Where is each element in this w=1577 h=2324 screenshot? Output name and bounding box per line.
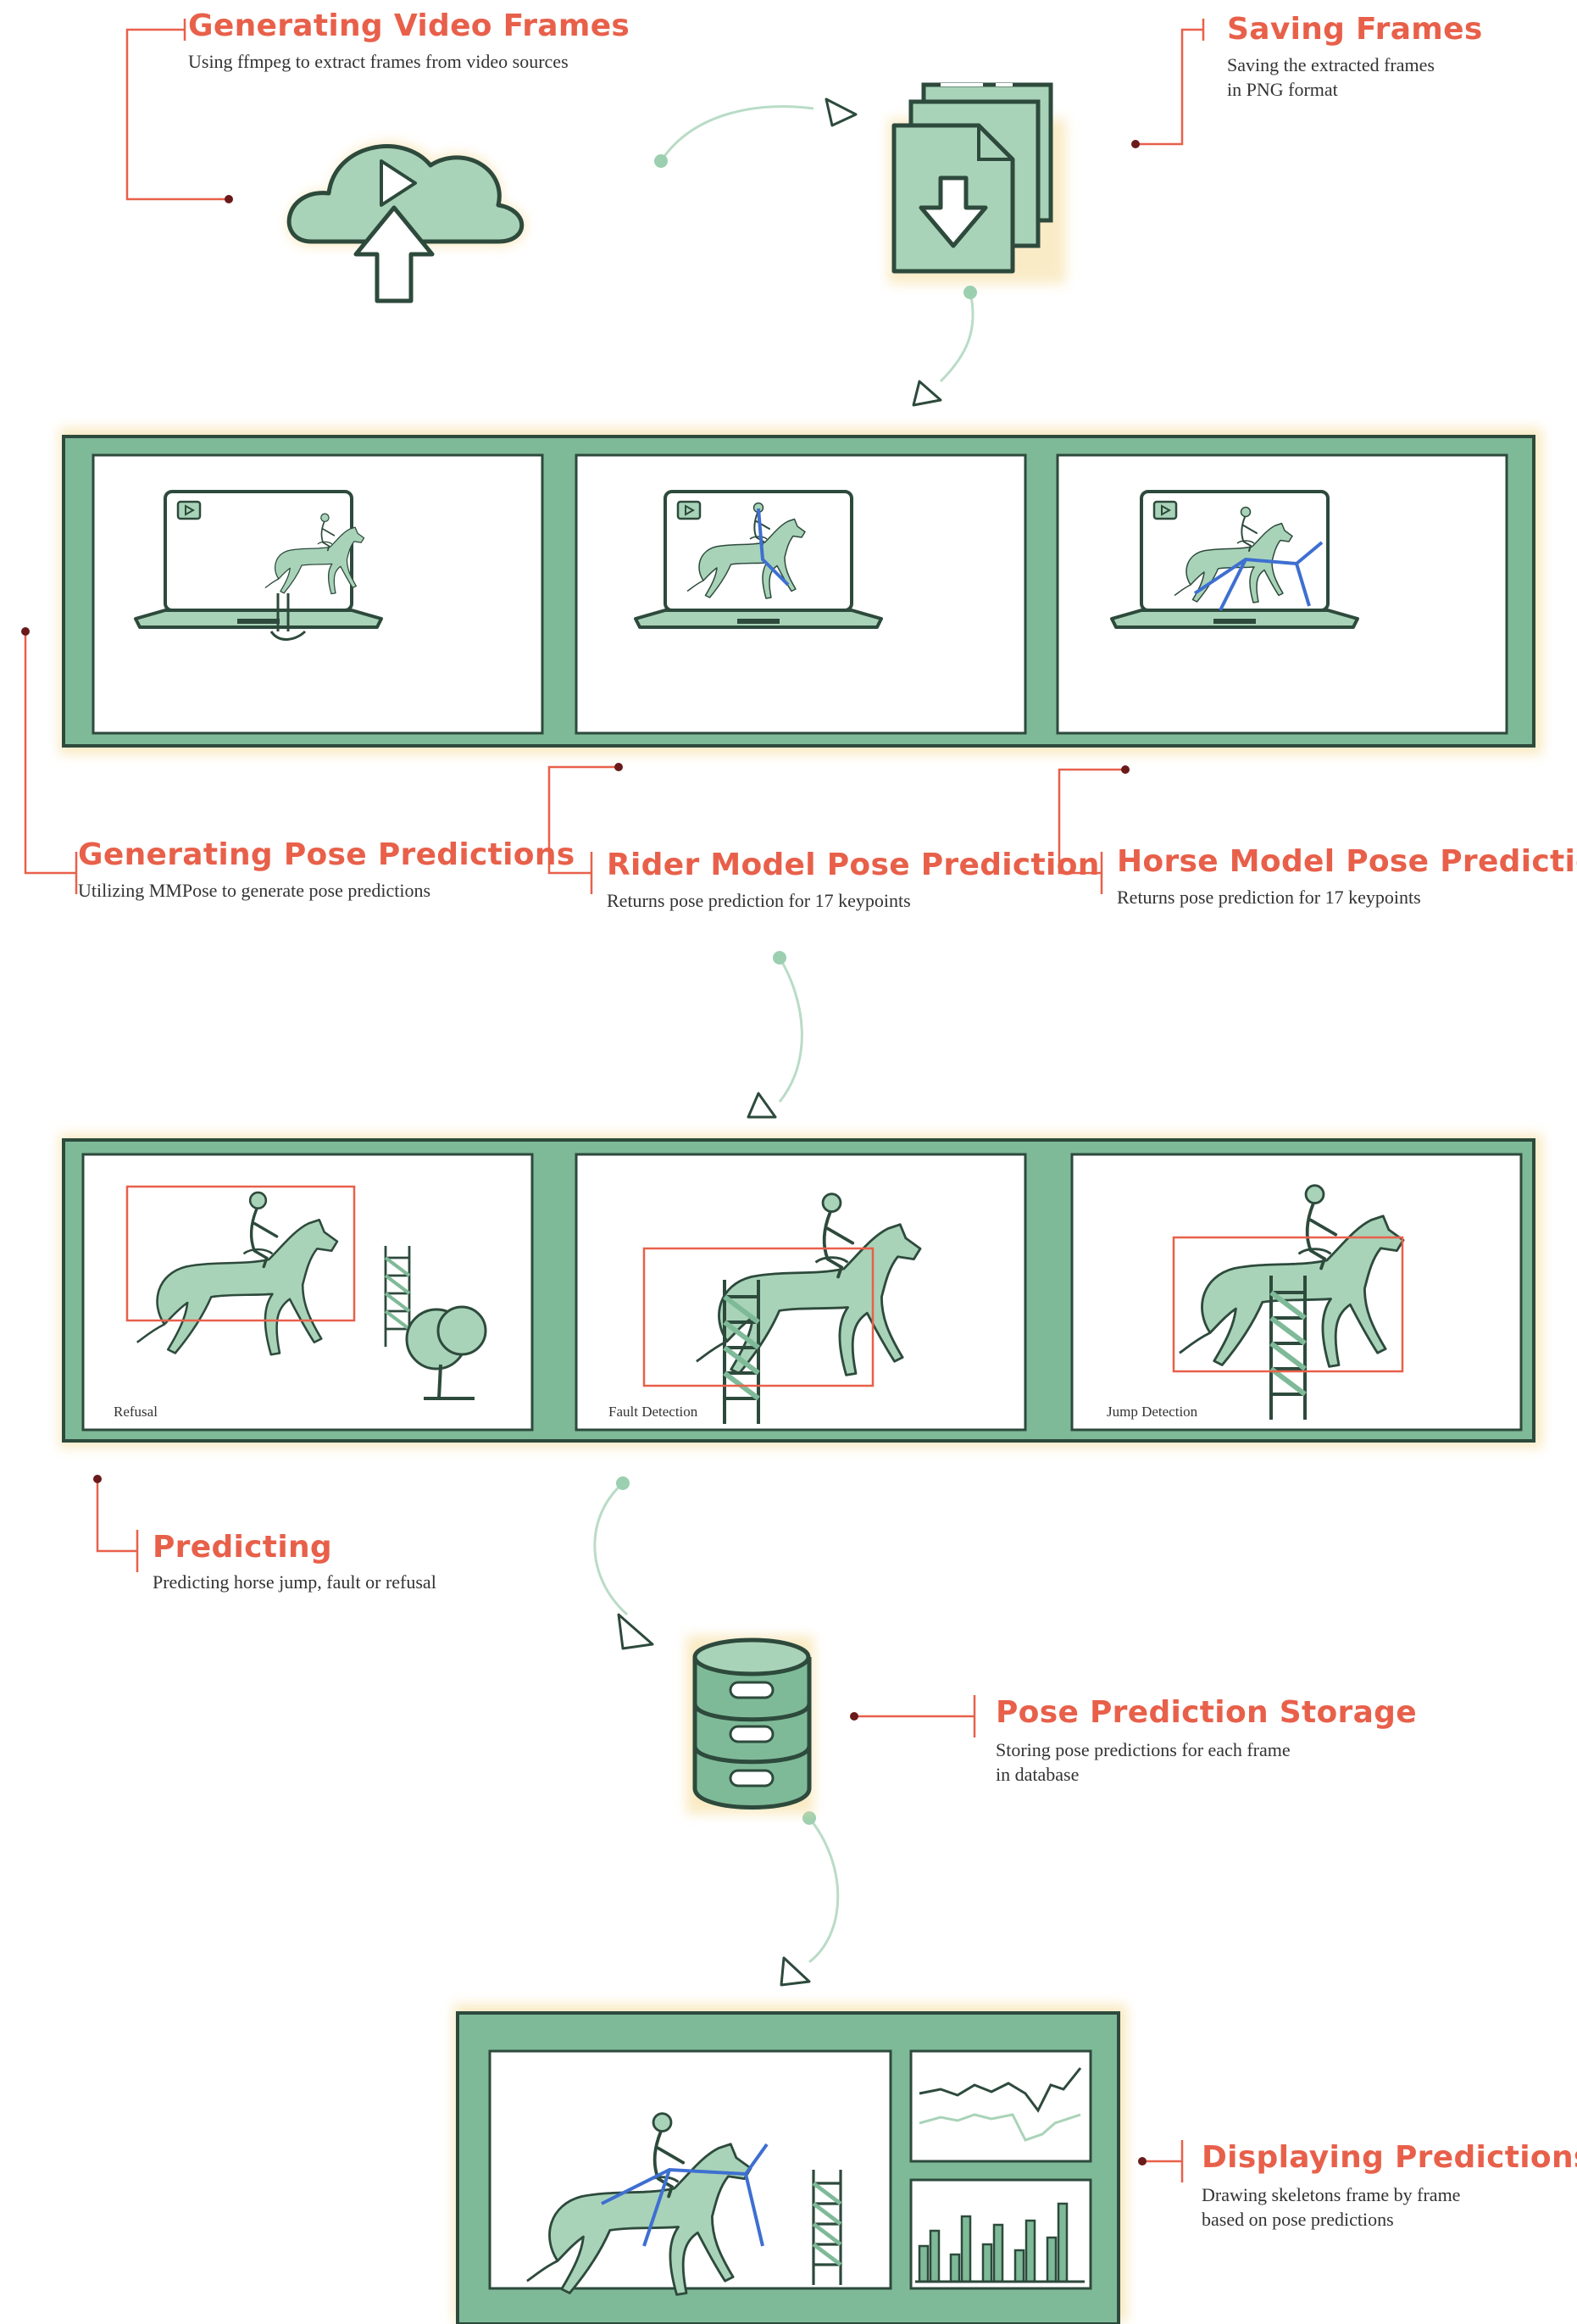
step-desc-rider-model: Returns pose prediction for 17 keypoints [607, 888, 911, 913]
line-chart-icon [911, 2051, 1091, 2161]
display-main-panel [490, 2051, 891, 2294]
laptop-panel-3 [1058, 455, 1507, 733]
step-desc-pose-predictions: Utilizing MMPose to generate pose predic… [78, 878, 430, 903]
jump-panel [1072, 1154, 1521, 1430]
step-title-displaying: Displaying Predictions [1202, 2140, 1577, 2175]
callout-brackets [25, 19, 1203, 2182]
database-icon [686, 1636, 813, 1814]
refusal-panel [83, 1154, 532, 1430]
fault-panel [576, 1154, 1025, 1430]
step-title-storage: Pose Prediction Storage [996, 1695, 1417, 1730]
step-desc-predicting: Predicting horse jump, fault or refusal [153, 1570, 436, 1594]
bar-chart-icon [911, 2180, 1091, 2288]
panel-label-refusal: Refusal [114, 1404, 158, 1421]
step-desc-storage: Storing pose predictions for each frame … [996, 1737, 1291, 1787]
step-desc-video-frames: Using ffmpeg to extract frames from vide… [188, 49, 569, 74]
flow-arrow-dots [616, 154, 977, 1825]
step-title-predicting: Predicting [153, 1530, 332, 1565]
step-desc-horse-model: Returns pose prediction for 17 keypoints [1117, 885, 1421, 909]
step-desc-displaying: Drawing skeletons frame by frame based o… [1202, 2182, 1460, 2232]
panel-label-fault: Fault Detection [608, 1404, 697, 1421]
panel-label-jump: Jump Detection [1107, 1404, 1197, 1421]
laptop-panel-1 [93, 455, 542, 733]
step-title-pose-predictions: Generating Pose Predictions [78, 837, 575, 872]
step-title-saving-frames: Saving Frames [1227, 12, 1483, 47]
save-frames-icon [888, 85, 1066, 284]
step-title-rider-model: Rider Model Pose Prediction [607, 848, 1100, 882]
step-title-video-frames: Generating Video Frames [188, 8, 630, 43]
cloud-upload-icon [287, 142, 525, 301]
laptop-panel-2 [576, 455, 1025, 733]
step-title-horse-model: Horse Model Pose Prediction [1117, 844, 1577, 879]
step-desc-saving-frames: Saving the extracted frames in PNG forma… [1227, 53, 1435, 102]
